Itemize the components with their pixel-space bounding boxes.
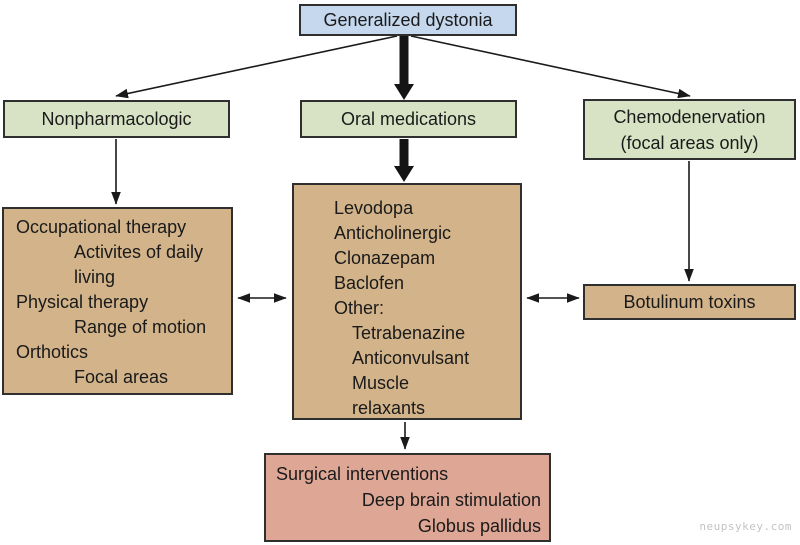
- arrow-root-to-nonpharmacologic: [115, 35, 398, 99]
- detail-line: Orthotics: [16, 342, 89, 362]
- chemodenervation-label-line2: (focal areas only): [620, 132, 759, 153]
- detail-line: Muscle: [352, 373, 410, 393]
- detail-line: Baclofen: [334, 273, 405, 293]
- detail-line: Other:: [334, 298, 385, 318]
- arrow-root-to-chemodenervation: [410, 35, 691, 99]
- detail-line: Anticholinergic: [334, 223, 452, 243]
- oral-medications-label: Oral medications: [340, 108, 477, 129]
- thick-arrow-oral-medications-to-drug-list: [394, 139, 414, 182]
- surgical-line: Globus pallidus: [417, 516, 541, 536]
- watermark: neupsykey.com: [699, 520, 792, 533]
- detail-line: Activites of daily: [74, 242, 204, 262]
- root-label: Generalized dystonia: [323, 9, 493, 30]
- detail-line: Occupational therapy: [16, 217, 187, 237]
- category-box-oral-medications: Oral medications: [300, 100, 517, 138]
- chemodenervation-label-line1: Chemodenervation: [613, 106, 766, 127]
- detail-line: Tetrabenazine: [352, 323, 466, 343]
- detail-line: Levodopa: [334, 198, 414, 218]
- category-box-nonpharmacologic: Nonpharmacologic: [3, 100, 230, 138]
- detail-line: Clonazepam: [334, 248, 436, 268]
- detail-line: Anticonvulsant: [352, 348, 470, 368]
- detail-line: relaxants: [352, 398, 426, 418]
- detail-line: Range of motion: [74, 317, 207, 337]
- detail-line: Physical therapy: [16, 292, 149, 312]
- nonpharmacologic-label: Nonpharmacologic: [41, 108, 192, 129]
- surgical-line: Deep brain stimulation: [361, 490, 541, 510]
- detail-line: Focal areas: [74, 367, 169, 387]
- category-box-chemodenervation: Chemodenervation (focal areas only): [583, 99, 796, 160]
- detail-box-botulinum-toxins: Botulinum toxins: [583, 284, 796, 320]
- thick-arrow-root-to-oral-medications: [394, 36, 414, 100]
- botulinum-label: Botulinum toxins: [623, 291, 756, 312]
- surgical-interventions-box: Surgical interventions Deep brain stimul…: [264, 453, 551, 542]
- detail-box-oral-medications: Levodopa Anticholinergic Clonazepam Bacl…: [292, 183, 522, 420]
- detail-line: living: [74, 267, 116, 287]
- surgical-line: Surgical interventions: [276, 464, 449, 484]
- detail-box-nonpharmacologic: Occupational therapy Activites of daily …: [2, 207, 233, 395]
- root-box-generalized-dystonia: Generalized dystonia: [299, 4, 517, 36]
